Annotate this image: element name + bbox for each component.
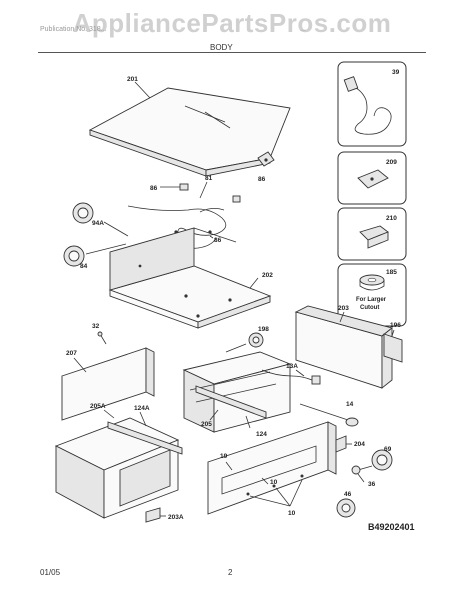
label-209: 209 [386,159,397,166]
inset-185-grommet[interactable] [337,263,407,327]
label-198: 198 [258,326,269,333]
label-203a: 203A [168,514,184,521]
label-36: 36 [368,481,376,488]
label-185: 185 [386,269,397,276]
watermark: AppliancePartsPros.com [72,8,392,38]
label-69: 69 [384,446,392,453]
part-69-knob[interactable] [357,449,393,471]
part-19-drawer-front[interactable] [207,421,337,515]
label-13a: 13A [286,363,298,370]
label-196: 196 [390,322,401,329]
label-14: 14 [346,401,354,408]
label-86-top: 86 [150,185,158,192]
part-36-spacer[interactable] [351,465,361,475]
part-46-knob-ring[interactable] [336,498,356,518]
part-94a-thermostat[interactable] [72,202,94,224]
label-32: 32 [92,323,100,330]
part-205a-warmer-box[interactable] [54,417,180,519]
footer-date: 01/05 [40,568,61,577]
label-10-upper: 10 [270,479,278,486]
label-204: 204 [354,441,365,448]
label-124: 124 [256,431,267,438]
part-207-left-side-panel[interactable] [61,347,155,421]
label-203: 203 [338,305,349,312]
part-198-knob-connector[interactable] [248,332,264,348]
header-model-text: ... [300,26,306,33]
part-86-clip-small[interactable] [232,195,241,203]
part-13a-wire[interactable] [261,369,321,385]
label-10-lower: 10 [288,510,296,517]
inset-39-power-cord[interactable] [337,61,407,147]
part-32-screw[interactable] [97,331,107,345]
part-201-top-panel[interactable] [88,87,291,177]
label-94a: 94A [92,220,104,227]
section-title: BODY [210,43,233,52]
part-124a-slide[interactable] [107,421,183,455]
part-84-thermostat[interactable] [63,245,85,267]
part-204-trim[interactable] [335,435,347,453]
footer-page-number: 2 [228,568,233,577]
part-86-bracket-right[interactable] [257,151,275,167]
inset-210-clip[interactable] [337,207,407,261]
label-205a: 205A [90,403,106,410]
part-124-drawer-slide[interactable] [195,385,267,419]
part-203a-bracket[interactable] [145,507,161,523]
label-207: 207 [66,350,77,357]
label-46: 46 [344,491,352,498]
label-86-right: 86 [258,176,266,183]
label-202: 202 [262,272,273,279]
label-201: 201 [127,76,138,83]
part-14-switch-rod[interactable] [299,403,359,427]
label-86-harness: 86 [214,237,222,244]
figure-id: B49202401 [368,522,415,532]
part-205-drawer-frame[interactable] [182,351,292,433]
label-205: 205 [201,421,212,428]
label-124a: 124A [134,405,150,412]
header-divider [38,52,426,53]
label-84: 84 [80,263,88,270]
header-publication-text: Publication No. 318... [40,26,107,33]
part-86-clip-top[interactable] [179,183,189,191]
label-39: 39 [392,69,400,76]
label-210: 210 [386,215,397,222]
part-202-chassis[interactable] [108,227,272,329]
part-196-cover-plate[interactable] [383,333,403,363]
label-81: 81 [205,175,213,182]
label-19: 19 [220,453,228,460]
inset-209-bracket[interactable] [337,151,407,205]
